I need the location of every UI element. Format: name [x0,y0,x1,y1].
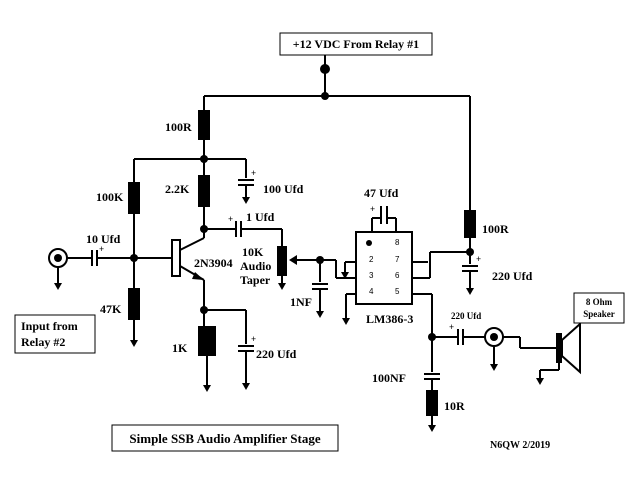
transistor-2n3904 [171,239,181,277]
capacitor-220ufd-supply-label: 220 Ufd [492,269,533,283]
resistor-2-2k-label: 2.2K [165,182,190,196]
svg-text:+: + [251,168,256,178]
supply-label-box: +12 VDC From Relay #1 [279,32,433,56]
resistor-47k [128,288,140,320]
pot-label-3: Taper [240,273,271,287]
potentiometer-10k[interactable] [277,246,287,276]
supply-terminal [320,64,330,74]
resistor-10r [426,390,438,416]
resistor-100r-right-label: 100R [482,222,509,236]
ic-label: LM386-3 [366,312,413,326]
ic-pin-7: 7 [395,255,400,264]
title-box: Simple SSB Audio Amplifier Stage [111,424,339,452]
resistor-10r-label: 10R [444,399,465,413]
capacitor-1nf-label: 1NF [290,295,312,309]
pot-label-2: Audio [240,259,271,273]
input-label-box: Input from Relay #2 [14,314,96,354]
ic-pin-6: 6 [395,271,400,280]
pot-label-1: 10K [242,245,264,259]
resistor-2-2k [198,175,210,207]
capacitor-100ufd-label: 100 Ufd [263,182,304,196]
resistor-100k [128,182,140,214]
capacitor-100nf-label: 100NF [372,371,406,385]
resistor-100r-top-label: 100R [165,120,192,134]
resistor-100k-label: 100K [96,190,124,204]
capacitor-47ufd-label: 47 Ufd [364,186,399,200]
diagram-title: Simple SSB Audio Amplifier Stage [129,431,320,446]
svg-text:+: + [228,214,233,224]
svg-text:+: + [251,334,256,344]
svg-text:+: + [99,244,104,254]
ic-lm386 [355,231,413,305]
supply-label: +12 VDC From Relay #1 [293,37,419,51]
ic-pin-4: 4 [369,287,374,296]
ic-pin-8: 8 [395,238,400,247]
speaker-icon [556,321,581,375]
speaker-label-1: 8 Ohm [586,297,613,307]
pot-wiper-arrow [289,255,297,265]
resistor-100r-top [198,110,210,140]
capacitor-1ufd-label: 1 Ufd [246,210,275,224]
ic-pin-2: 2 [369,255,374,264]
ic-pin-5: 5 [395,287,400,296]
svg-text:+: + [449,322,454,332]
capacitor-220ufd-output-label: 220 Ufd [451,311,481,321]
speaker-label-2: Speaker [583,309,615,319]
capacitor-220ufd-emitter-label: 220 Ufd [256,347,297,361]
resistor-100r-right [464,210,476,238]
resistor-47k-label: 47K [100,302,122,316]
svg-text:+: + [370,204,375,214]
ic-pin1-dot [366,240,372,246]
speaker-label-box: 8 Ohm Speaker [573,292,625,324]
svg-text:+: + [476,254,481,264]
resistor-1k [198,326,216,356]
resistor-1k-label: 1K [172,341,188,355]
capacitor-10ufd-label: 10 Ufd [86,232,121,246]
credit-label: N6QW 2/2019 [490,440,550,451]
input-label-2: Relay #2 [21,335,65,349]
ic-pin-3: 3 [369,271,374,280]
input-label-1: Input from [21,319,78,333]
transistor-label: 2N3904 [194,256,233,270]
